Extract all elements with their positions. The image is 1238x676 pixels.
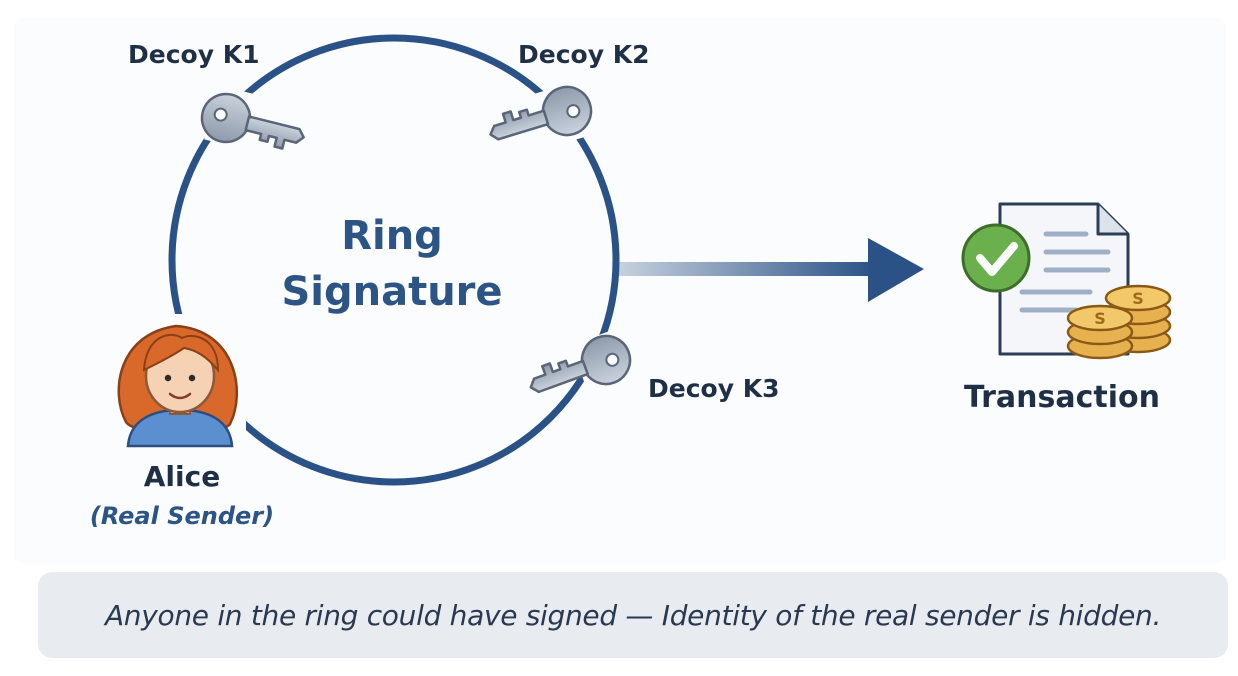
- check-icon: [961, 223, 1031, 293]
- key-icon-k3: [529, 330, 632, 398]
- decoy-k1-label: Decoy K1: [128, 40, 260, 69]
- svg-text:S: S: [1094, 309, 1106, 328]
- ring-title-line-2: Signature: [281, 269, 503, 315]
- ring-title-line-1: Ring: [341, 213, 443, 259]
- signer-name: Alice: [143, 460, 221, 493]
- alice-avatar: [112, 314, 246, 450]
- arrow-right-icon: [618, 238, 924, 302]
- coins-icon: S S: [1066, 284, 1172, 360]
- caption-text: Anyone in the ring could have signed — I…: [104, 598, 1162, 632]
- decoy-k2-label: Decoy K2: [518, 40, 650, 69]
- caption-bar: Anyone in the ring could have signed — I…: [38, 572, 1228, 658]
- transaction-label: Transaction: [963, 380, 1161, 415]
- key-icon-k1: [200, 85, 305, 151]
- signer-role: (Real Sender): [89, 502, 275, 530]
- ring-circle: [168, 34, 620, 486]
- decoy-k3-label: Decoy K3: [648, 374, 780, 403]
- ring-signature-title: Ring Signature: [262, 208, 522, 320]
- key-icon-k2: [489, 81, 593, 148]
- svg-text:S: S: [1132, 289, 1144, 308]
